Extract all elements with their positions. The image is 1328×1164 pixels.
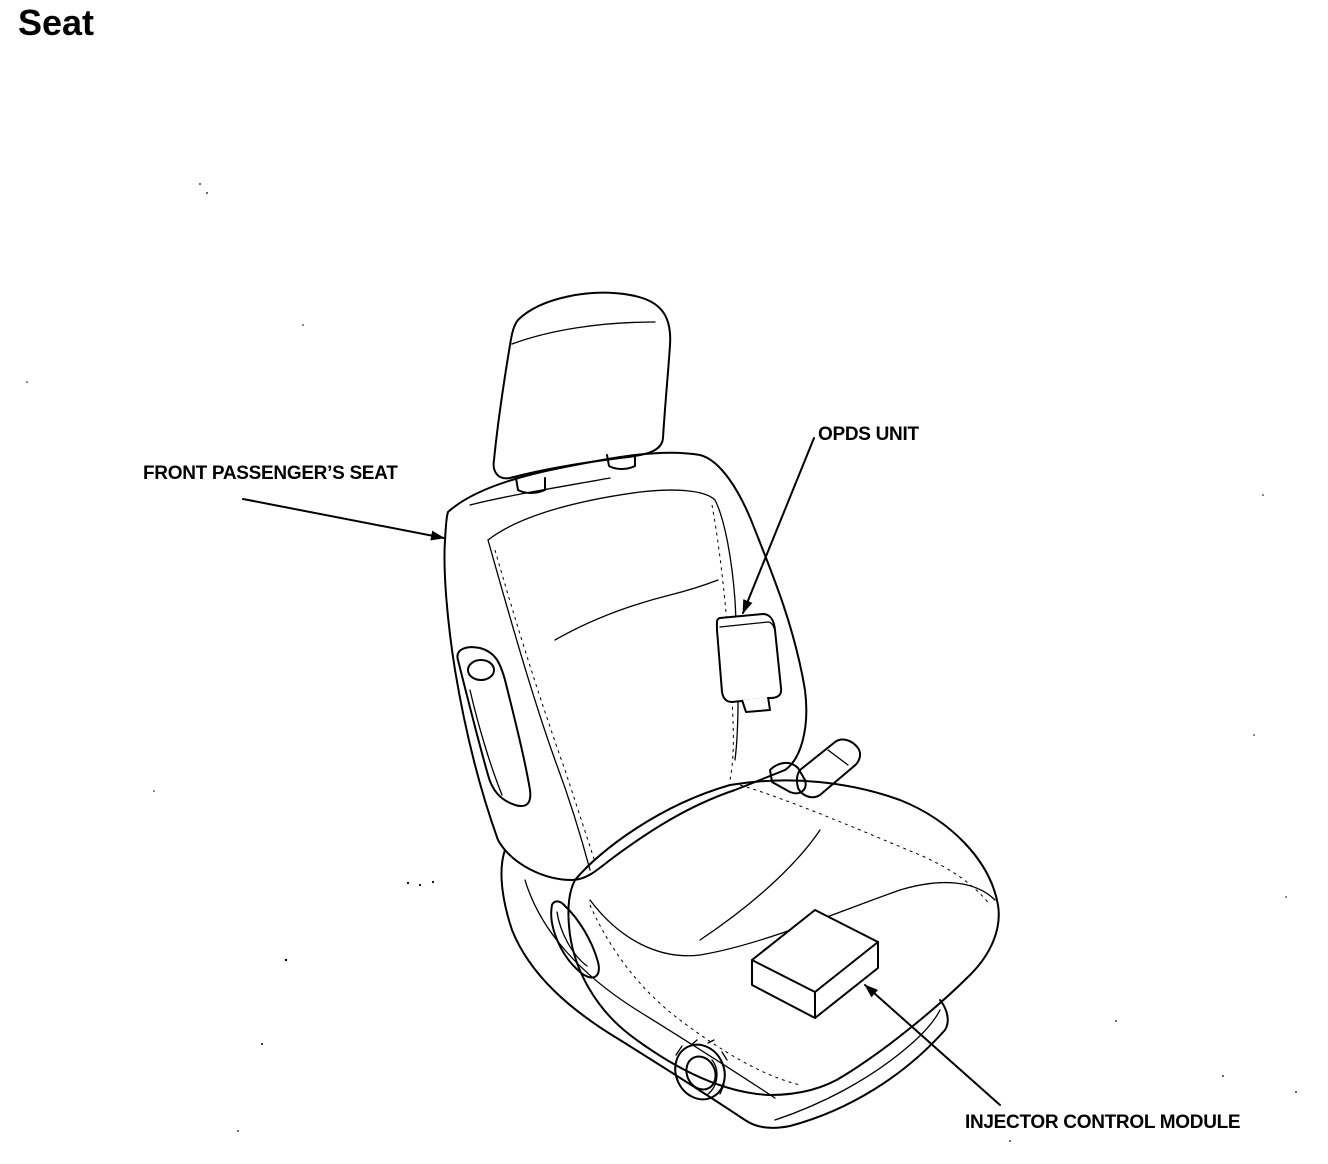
seat-back-front-panel [487, 489, 739, 761]
seat-back-seam [554, 579, 719, 641]
seat-cushion [567, 779, 1000, 1096]
scan-speckles [26, 183, 1297, 1142]
headrest-post-left [515, 477, 546, 494]
seat-base-frame [500, 849, 949, 1129]
seat-back [443, 451, 808, 881]
cushion-crease [699, 829, 821, 941]
front-passenger-seat-label: FRONT PASSENGER’S SEAT [143, 463, 398, 484]
icm-leader [864, 984, 1001, 1106]
injector-control-module-label: INJECTOR CONTROL MODULE [965, 1112, 1241, 1133]
cushion-stitch [739, 784, 991, 906]
seat-base-inner [524, 879, 776, 1099]
side-lever-slot [550, 900, 600, 979]
headrest-post-right [606, 454, 636, 470]
front-seat-leader [242, 498, 445, 541]
opds-unit-icon [715, 613, 783, 713]
seat-back-top-seam [469, 477, 611, 506]
headrest [492, 291, 672, 480]
seat-back-stitch [494, 549, 596, 863]
page-title: Seat [18, 2, 95, 43]
seat-belt-buckle-icon [769, 738, 862, 799]
seat-base-rail [774, 1009, 941, 1121]
side-pocket [456, 646, 532, 808]
seat-illustration-icon [443, 291, 1000, 1129]
control-module-box-icon [751, 909, 879, 1019]
opds-leader [742, 437, 815, 614]
recline-knob-icon [674, 1039, 728, 1101]
side-pocket-button [467, 659, 495, 681]
opds-unit-label: OPDS UNIT [818, 424, 919, 445]
